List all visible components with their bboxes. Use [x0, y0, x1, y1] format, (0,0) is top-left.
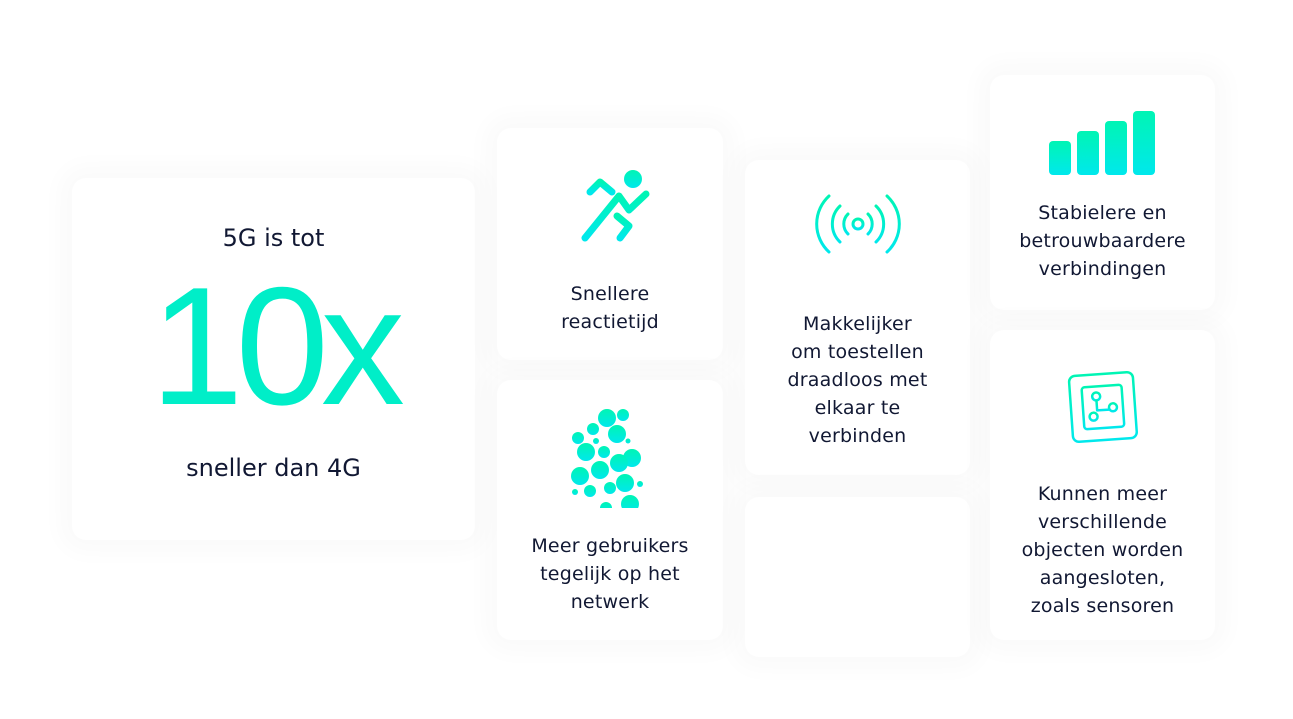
label-line: draadloos met	[787, 369, 928, 391]
label-line: objecten worden	[1021, 539, 1184, 561]
feature-card-reaction: Snellere reactietijd	[497, 128, 723, 360]
feature-label: Meer gebruikers tegelijk op het netwerk	[497, 532, 723, 616]
hero-prefix: 5G is tot	[222, 224, 325, 252]
empty-card	[745, 497, 970, 657]
signal-bars-icon	[1048, 111, 1155, 175]
label-line: aangesloten,	[1039, 567, 1166, 589]
label-line: zoals sensoren	[1030, 595, 1175, 617]
label-line: verschillende	[1037, 511, 1168, 533]
label-line: verbinden	[808, 425, 907, 447]
label-line: Kunnen meer	[1037, 483, 1168, 505]
bubbles-icon	[571, 409, 643, 508]
label-line: betrouwbaardere	[1019, 230, 1186, 252]
feature-card-stability: Stabielere en betrouwbaardere verbinding…	[990, 75, 1215, 310]
label-line: tegelijk op het	[540, 563, 680, 585]
feature-label: Makkelijker om toestellen draadloos met …	[745, 310, 970, 450]
label-line: Meer gebruikers	[531, 535, 689, 557]
hero-card: 5G is tot 10x sneller dan 4G	[72, 178, 475, 540]
chip-icon	[1055, 359, 1150, 455]
runner-icon	[567, 170, 650, 242]
hero-suffix: sneller dan 4G	[186, 454, 361, 482]
label-line: Makkelijker	[803, 313, 912, 335]
antenna-icon	[814, 194, 901, 288]
feature-card-wireless: Makkelijker om toestellen draadloos met …	[745, 160, 970, 475]
feature-label: Kunnen meer verschillende objecten worde…	[990, 480, 1215, 620]
hero-value: 10x	[150, 252, 405, 440]
label-line: netwerk	[570, 591, 650, 613]
feature-label: Snellere reactietijd	[497, 280, 723, 336]
label-line: elkaar te	[814, 397, 901, 419]
label-line: om toestellen	[791, 341, 924, 363]
label-line: Stabielere en	[1038, 202, 1167, 224]
feature-card-users: Meer gebruikers tegelijk op het netwerk	[497, 380, 723, 640]
label-line: Snellere	[570, 283, 650, 305]
feature-label: Stabielere en betrouwbaardere verbinding…	[990, 199, 1215, 283]
label-line: verbindingen	[1038, 258, 1167, 280]
label-line: reactietijd	[561, 311, 659, 333]
feature-card-objects: Kunnen meer verschillende objecten worde…	[990, 330, 1215, 640]
